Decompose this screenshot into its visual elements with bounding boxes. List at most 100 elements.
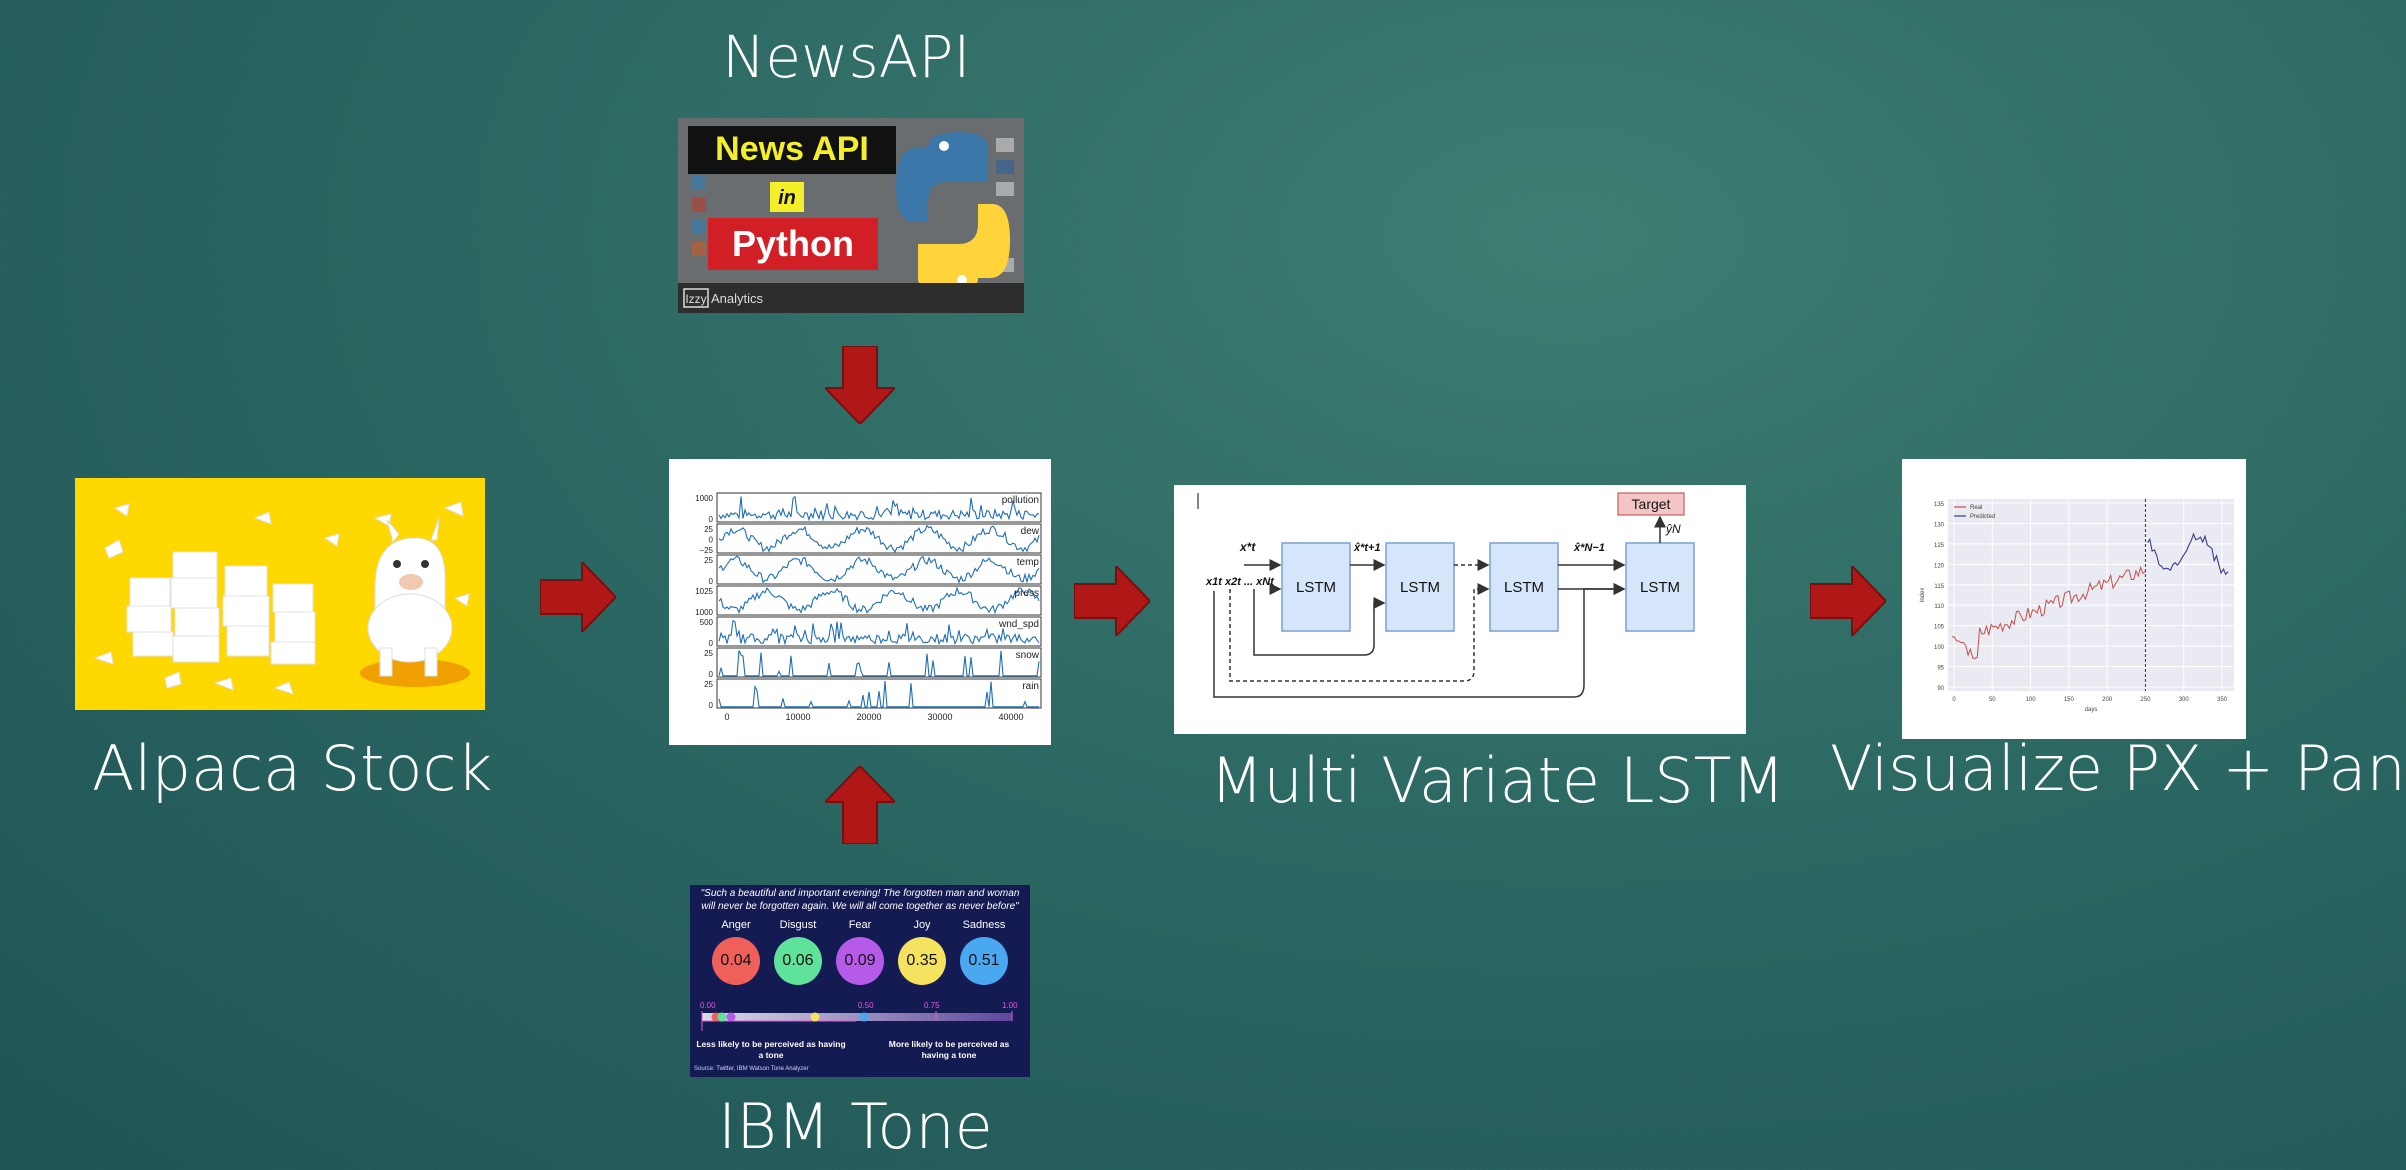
scale-0: 0.00 [700,1001,716,1010]
timeseries-svg: pollution10000dew250−25temp250press10251… [695,492,1042,722]
px-ytick-3: 120 [1934,563,1945,569]
visualize-label: Visualize PX + Panel [1830,732,2406,805]
px-xtick-0: 0 [1952,697,1956,703]
ts-xtick-3: 30000 [927,712,952,722]
ts-tick-wnd_spd-0: 500 [700,618,714,627]
arrow-right-icon-1 [540,562,616,632]
arrow-up-icon [825,766,895,844]
ts-tick-temp-0: 25 [704,556,713,565]
alpaca-image [75,478,485,710]
ts-series-press [718,586,1040,615]
emotion-sadness: Sadness 0.51 [954,919,1014,985]
arrow-right-icon-3 [1810,566,1886,636]
newsapi-thumb-in: in [778,187,796,209]
y-hat-label: ŷN [1665,522,1681,536]
px-xtick-2: 100 [2026,697,2037,703]
ts-row-pollution [716,492,1042,523]
px-ylabel: Index [1920,588,1926,603]
ts-row-press [716,585,1042,616]
lstm-cell-2-label: LSTM [1400,579,1440,596]
scale-50: 0.50 [858,1001,874,1010]
emotion-score: 0.51 [960,937,1008,985]
px-ytick-1: 130 [1934,522,1945,528]
ts-row-snow [716,647,1042,678]
ibm-tone-label: IBM Tone [718,1090,993,1163]
ts-label-temp: temp [1017,557,1040,568]
ts-series-rain [718,681,1039,708]
lstm-cell-4-label: LSTM [1640,579,1680,596]
less-likely-text: Less likely to be perceived as having a … [696,1039,846,1060]
px-legend-0: Real [1970,505,1982,511]
target-box [1617,492,1685,516]
px-xlabel: days [2085,707,2098,713]
ts-row-rain [716,678,1042,709]
ts-series-wnd_spd [718,619,1040,646]
ts-tick-snow-1: 0 [709,670,714,679]
px-ytick-6: 105 [1934,625,1945,631]
lstm-cell-3 [1489,542,1559,632]
ts-tick-press-0: 1025 [695,587,713,596]
emotion-name: Sadness [962,919,1006,931]
px-xtick-4: 200 [2102,697,2113,703]
px-ytick-9: 90 [1937,686,1944,692]
python-logo-icon [896,132,1010,294]
izzy-brand-text: Analytics [711,291,764,306]
ts-row-dew [716,523,1042,554]
newsapi-thumbnail: News API in Python Izzy Analytics [678,118,1024,313]
ts-label-pollution: pollution [1002,495,1039,506]
inputs-label: x1t x2t ... xNt [1205,576,1275,588]
px-ytick-8: 95 [1937,666,1944,672]
emotion-name: Joy [913,919,931,931]
ts-series-snow [718,650,1040,677]
lstm-diagram: LSTM LSTM LSTM LSTM Target ŷN x*t x1t x2… [1174,485,1746,734]
ts-xtick-2: 20000 [856,712,881,722]
ts-series-pollution [718,495,1040,522]
ts-label-snow: snow [1016,650,1040,661]
ts-label-press: press [1015,588,1039,599]
tone-source: Source: Twitter, IBM Watson Tone Analyze… [694,1066,809,1072]
px-ytick-2: 125 [1934,543,1945,549]
tone-quote: "Such a beautiful and important evening!… [700,888,1020,912]
ts-xtick-0: 0 [724,712,729,722]
ts-row-temp [716,554,1042,585]
scale-75: 0.75 [924,1001,940,1010]
px-ytick-0: 135 [1934,502,1945,508]
ts-series-dew [718,524,1040,553]
newsapi-label: NewsAPI [722,23,971,91]
newsapi-thumb-title: News API [715,130,869,168]
izzy-brand-box: Izzy [685,292,706,306]
multivariate-lstm-label: Multi Variate LSTM [1210,744,1785,817]
px-real-series [1951,565,2146,660]
ts-tick-dew-1: 0 [709,536,714,545]
px-xtick-6: 300 [2179,697,2190,703]
px-ytick-7: 100 [1934,645,1945,651]
px-xtick-5: 250 [2140,697,2151,703]
ts-label-rain: rain [1022,681,1039,692]
arrow-right-icon-2 [1074,566,1150,636]
x-t-label: x*t [1239,540,1256,554]
ts-row-wnd_spd [716,616,1042,647]
px-plot-area [1948,499,2234,691]
emotion-score: 0.04 [712,937,760,985]
ts-label-dew: dew [1021,526,1040,537]
emotion-score: 0.09 [836,937,884,985]
scale-100: 1.00 [1002,1001,1018,1010]
ts-tick-temp-1: 0 [709,577,714,586]
px-ytick-4: 115 [1934,584,1944,590]
emotion-score: 0.06 [774,937,822,985]
alpaca-icon [367,517,453,677]
ts-tick-rain-0: 25 [704,680,713,689]
lstm-cell-1-label: LSTM [1296,579,1336,596]
h-next-label: x̂*t+1 [1353,542,1381,554]
ts-series-temp [718,555,1040,584]
px-xtick-7: 350 [2217,697,2228,703]
target-label: Target [1632,496,1671,512]
ts-tick-dew-0: 25 [704,525,713,534]
lstm-cell-4 [1625,542,1695,632]
